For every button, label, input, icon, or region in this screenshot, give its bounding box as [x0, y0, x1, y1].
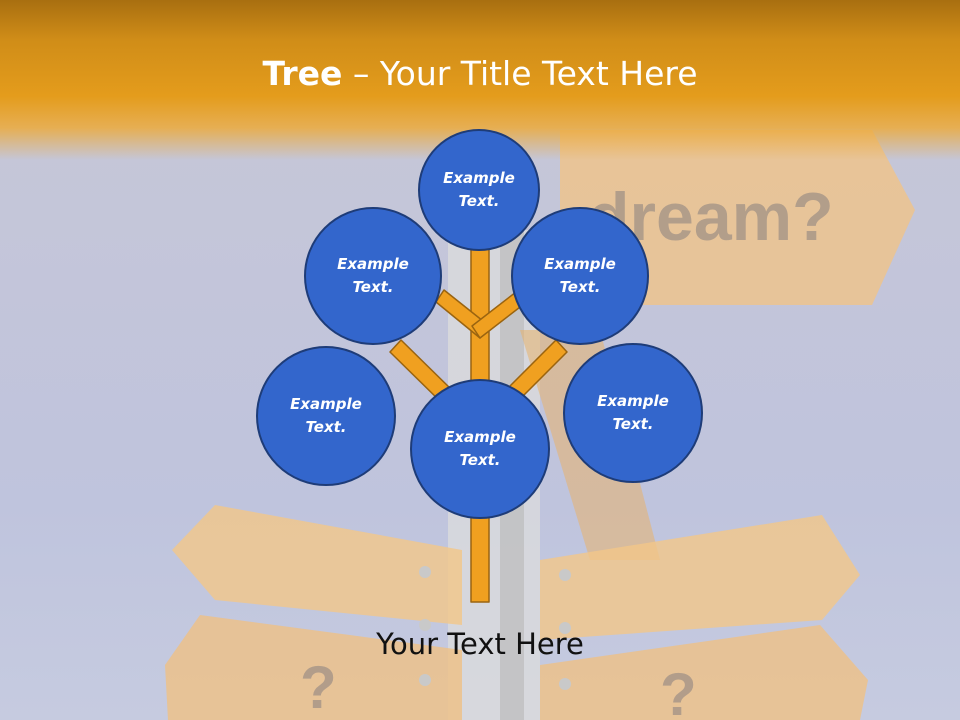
title-bar: Tree – Your Title Text Here — [0, 0, 960, 160]
footer-text: Your Text Here — [376, 627, 584, 661]
slide-title: Tree – Your Title Text Here — [0, 52, 960, 96]
title-rest: Your Title Text Here — [379, 54, 698, 93]
tree-node-lower-right: Example Text. — [563, 343, 703, 483]
tree-node-upper-left: Example Text. — [304, 207, 442, 345]
lower-left-sign — [172, 505, 462, 625]
title-separator: – — [342, 54, 380, 93]
title-bold: Tree — [262, 54, 343, 93]
tree-node-upper-right: Example Text. — [511, 207, 649, 345]
question-mark-left: ? — [300, 654, 337, 720]
dream-sign — [560, 130, 915, 305]
tree-node-center: Example Text. — [410, 379, 550, 519]
lower-right-sign — [540, 515, 860, 640]
tree-node-top: Example Text. — [418, 129, 540, 251]
question-mark-right: ? — [660, 661, 697, 720]
tree-node-lower-left: Example Text. — [256, 346, 396, 486]
